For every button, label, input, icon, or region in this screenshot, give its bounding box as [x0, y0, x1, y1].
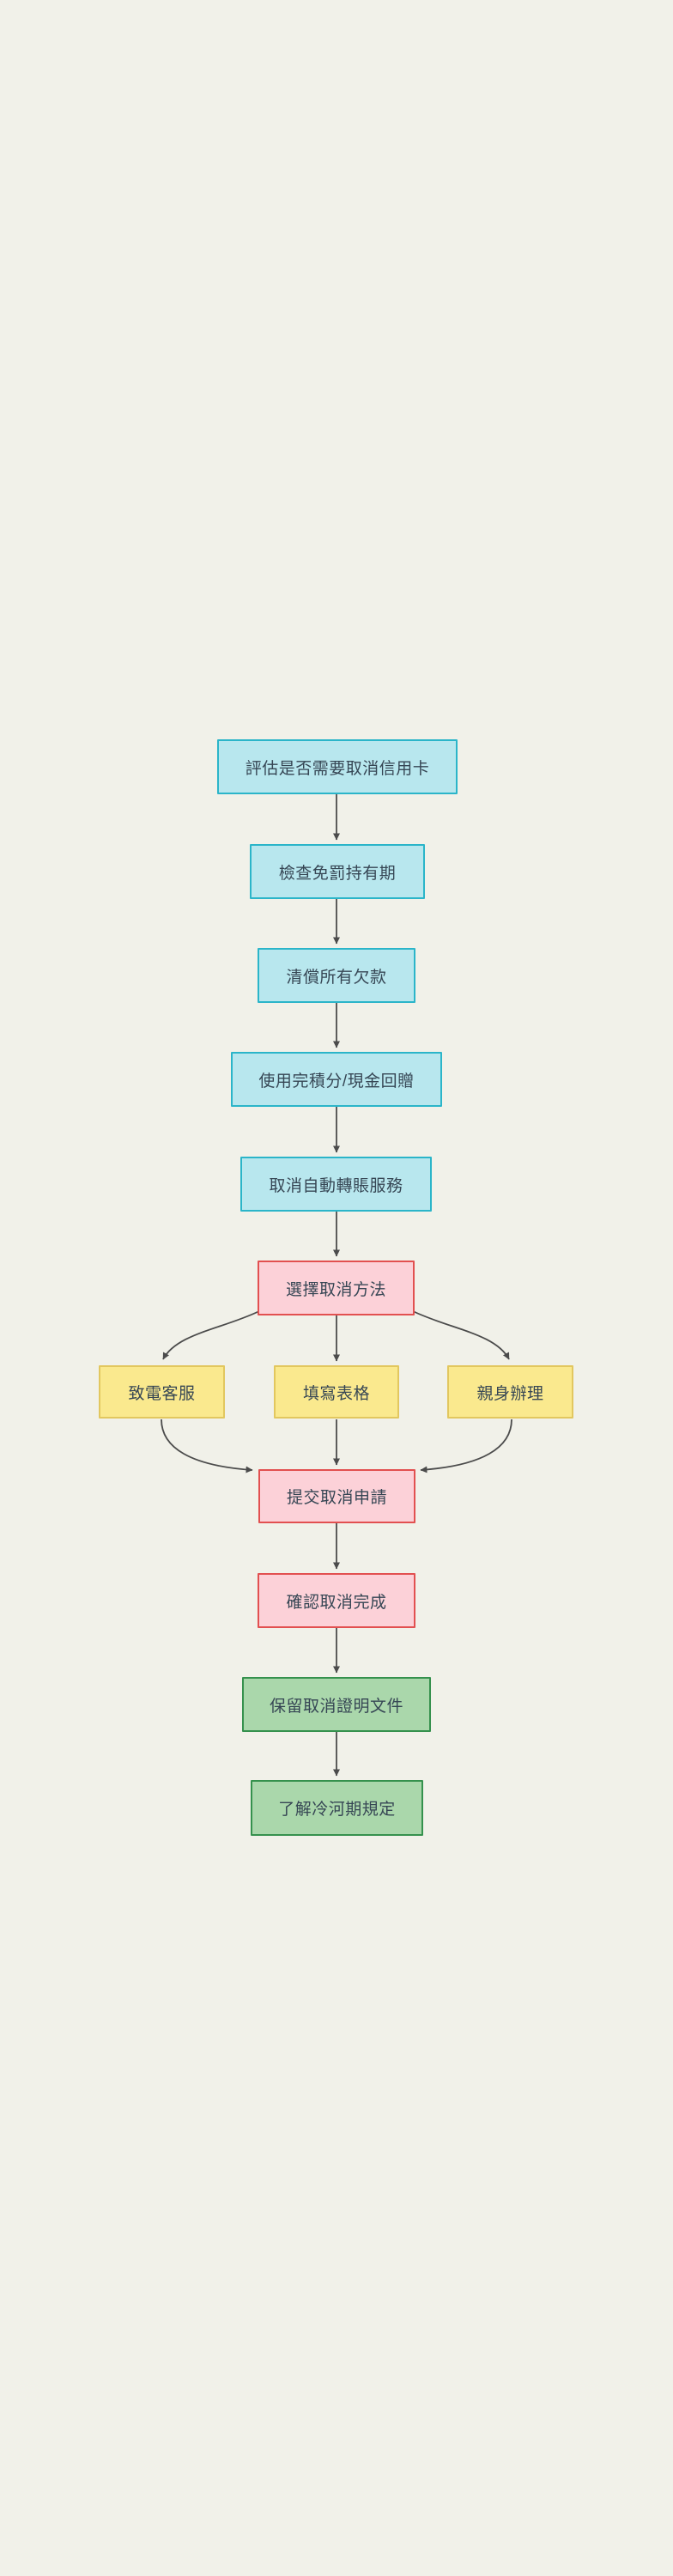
flow-node-in-person-label: 親身辦理: [476, 1384, 544, 1403]
flow-node-confirm-done-label: 確認取消完成: [286, 1593, 387, 1612]
flow-node-submit-request[interactable]: 提交取消申請: [258, 1469, 415, 1523]
flow-node-fill-form-label: 填寫表格: [302, 1384, 370, 1403]
edge-person-to-submit: [420, 1419, 512, 1473]
flow-node-confirm-done[interactable]: 確認取消完成: [258, 1573, 415, 1628]
flow-node-in-person[interactable]: 親身辦理: [447, 1365, 573, 1419]
flow-node-check-holding-label: 檢查免罰持有期: [278, 864, 397, 883]
flow-node-use-rewards-label: 使用完積分/現金回贈: [258, 1072, 415, 1091]
flow-node-assess[interactable]: 評估是否需要取消信用卡: [217, 739, 458, 794]
flow-node-repay-debt[interactable]: 清償所有欠款: [258, 948, 415, 1003]
flow-node-cancel-autopay[interactable]: 取消自動轉賬服務: [240, 1157, 432, 1212]
flow-node-choose-method[interactable]: 選擇取消方法: [258, 1261, 415, 1315]
flow-node-call-hotline-label: 致電客服: [128, 1384, 196, 1403]
edge-choose-method-to-call: [162, 1310, 260, 1360]
flow-node-call-hotline[interactable]: 致電客服: [99, 1365, 225, 1419]
flow-node-assess-label: 評估是否需要取消信用卡: [245, 759, 430, 778]
flow-node-use-rewards[interactable]: 使用完積分/現金回贈: [231, 1052, 442, 1107]
flow-node-cancel-autopay-label: 取消自動轉賬服務: [269, 1176, 403, 1195]
flow-node-submit-request-label: 提交取消申請: [286, 1489, 387, 1507]
flow-node-cooling-period-label: 了解冷河期規定: [278, 1801, 396, 1819]
flow-node-choose-method-label: 選擇取消方法: [285, 1280, 386, 1299]
flow-node-keep-proof-label: 保留取消證明文件: [269, 1697, 403, 1716]
flow-node-check-holding[interactable]: 檢查免罰持有期: [250, 844, 425, 899]
flow-node-cooling-period[interactable]: 了解冷河期規定: [251, 1780, 423, 1836]
flow-node-repay-debt-label: 清償所有欠款: [286, 968, 387, 987]
flow-node-keep-proof[interactable]: 保留取消證明文件: [242, 1677, 431, 1732]
flow-node-fill-form[interactable]: 填寫表格: [274, 1365, 399, 1419]
edge-call-to-submit: [161, 1419, 253, 1473]
edge-choose-method-to-person: [412, 1310, 510, 1360]
